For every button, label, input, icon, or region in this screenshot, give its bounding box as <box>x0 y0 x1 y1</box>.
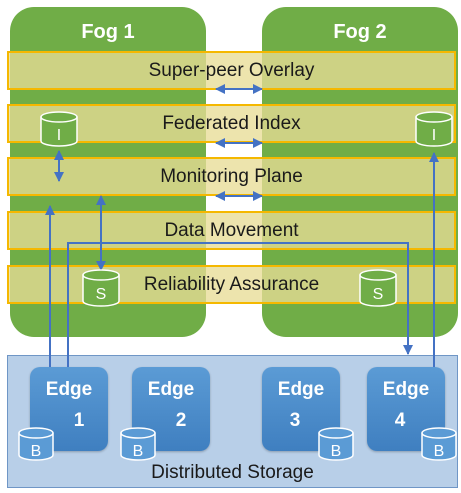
edge-node-1: Edge 1 <box>30 367 108 451</box>
edge-1-label: Edge <box>45 379 93 400</box>
edge-2-number: 2 <box>175 410 187 431</box>
edge-1-number: 1 <box>73 410 85 431</box>
fog-1-title: Fog 1 <box>81 21 135 43</box>
edge-2-label: Edge <box>147 379 195 400</box>
edge-node-4: Edge 4 <box>367 367 445 451</box>
edge-3-number: 3 <box>289 410 301 431</box>
edge-3-label: Edge <box>277 379 325 400</box>
distributed-storage-label: Distributed Storage <box>151 462 314 483</box>
layer-data-movement: Data Movement <box>7 211 456 250</box>
edge-4-label: Edge <box>382 379 430 400</box>
layer-federated-index: Federated Index <box>7 104 456 143</box>
fog-2-title: Fog 2 <box>333 21 387 43</box>
layer-reliability-assurance: Reliability Assurance <box>7 265 456 304</box>
edge-node-2: Edge 2 <box>132 367 210 451</box>
edge-4-number: 4 <box>394 410 406 431</box>
edge-node-3: Edge 3 <box>262 367 340 451</box>
layer-super-peer-overlay: Super-peer Overlay <box>7 51 456 90</box>
layer-monitoring-plane: Monitoring Plane <box>7 157 456 196</box>
